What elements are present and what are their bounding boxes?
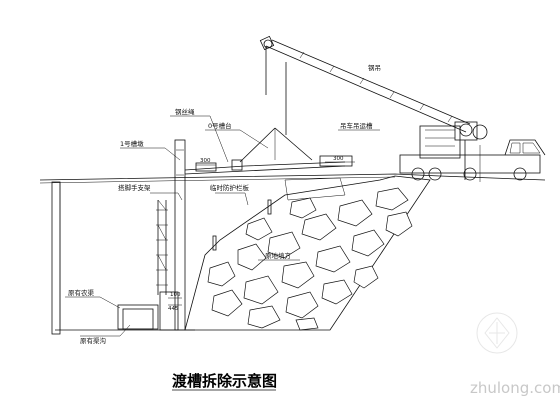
gravel-fill: [284, 177, 346, 201]
label-guard: 临时防护栏板: [210, 183, 250, 192]
label-support: 搭脚手支架: [118, 183, 151, 192]
label-cable: 钢丝绳: [175, 107, 195, 116]
label-pier1: 1号槽墩: [120, 139, 144, 148]
rock-fill: [184, 175, 431, 331]
label-ditch: 原有渠沟: [80, 336, 106, 345]
aqueduct-deck: [184, 155, 353, 175]
label-flow: 原有农渠: [68, 288, 95, 297]
dim-deck-left: 300: [200, 158, 211, 164]
label-fill: 原地填方: [265, 251, 292, 260]
pier-1: [174, 139, 186, 331]
dim-deck-right: 300: [333, 156, 344, 162]
fill-posts: [212, 199, 272, 251]
label-platform: 0号槽台: [208, 121, 232, 130]
left-channel: [51, 181, 195, 335]
label-crane-boom: 钢吊: [368, 64, 381, 72]
watermark-text: zhulong.com: [470, 379, 560, 397]
scaffold-support: [156, 199, 168, 295]
label-lifting-beam: 吊车吊运槽: [340, 121, 373, 130]
crane-boom: [259, 35, 471, 133]
dim-pier-depth: 445: [168, 306, 179, 312]
ground-line: [39, 173, 546, 184]
lifting-cables: [239, 46, 313, 163]
dimension-marks: [168, 161, 355, 306]
diagram-title: 渡槽拆除示意图: [172, 372, 277, 390]
dim-pier-offset: 100: [170, 292, 181, 298]
leader-lines: [65, 115, 380, 337]
crane-truck: [399, 121, 546, 182]
watermark-logo: [476, 312, 518, 354]
